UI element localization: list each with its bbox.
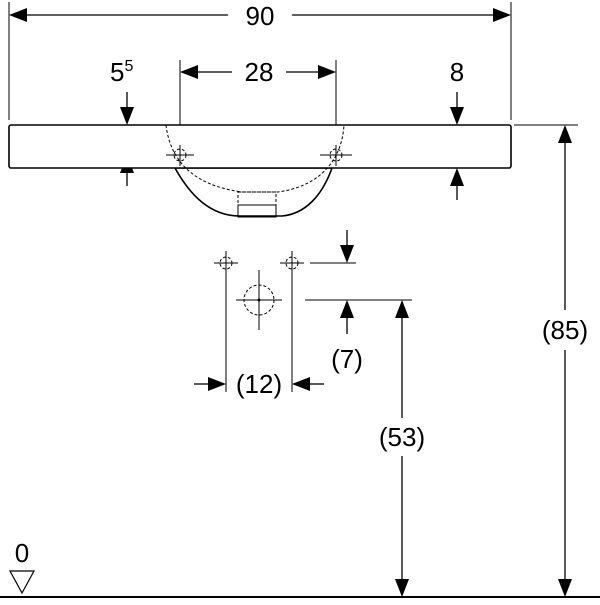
- overall-height-dimension: (85): [514, 124, 588, 597]
- waste-spacing-dimension: (12): [194, 369, 324, 399]
- arrow-up-icon: [340, 300, 354, 318]
- waste-height-dimension: (53): [379, 300, 425, 597]
- arrow-down-icon: [558, 579, 572, 597]
- level-triangle-icon: [8, 570, 36, 595]
- arrow-left-icon: [9, 8, 27, 22]
- supply-connections: [214, 251, 356, 392]
- arrow-left-icon: [292, 377, 310, 391]
- washbasin-body: [8, 124, 512, 218]
- arrow-right-icon: [208, 377, 226, 391]
- arrow-left-icon: [180, 65, 198, 79]
- overall-width-label: 90: [246, 1, 275, 31]
- arrow-right-icon: [493, 8, 511, 22]
- waste-offset-dimension: (7): [331, 230, 363, 374]
- arrow-down-icon: [395, 579, 409, 597]
- arrow-down-icon: [340, 245, 354, 263]
- floor-level: 0: [0, 538, 600, 598]
- rim-thickness-dimension: 8: [450, 57, 464, 200]
- waste-center-point: [257, 298, 261, 302]
- arrow-down-icon: [120, 107, 134, 125]
- overall-width-dimension: 90: [8, 0, 512, 120]
- label-background: [228, 0, 292, 28]
- arrow-right-icon: [318, 65, 336, 79]
- waste-spacing-label: (12): [236, 369, 282, 399]
- floor-level-label: 0: [15, 538, 29, 568]
- overall-height-label: (85): [542, 315, 588, 345]
- arrow-up-icon: [450, 168, 464, 186]
- rim-offset-superscript: 5: [124, 58, 133, 75]
- basin-rim: [8, 124, 512, 169]
- waste-offset-label: (7): [331, 344, 363, 374]
- rim-thickness-label: 8: [450, 57, 464, 87]
- rim-offset-label: 55: [110, 57, 133, 87]
- waste-height-label: (53): [379, 422, 425, 452]
- arrow-down-icon: [450, 107, 464, 125]
- arrow-up-icon: [558, 125, 572, 143]
- tap-hole-spacing-label: 28: [245, 57, 274, 87]
- rim-offset-base: 5: [110, 57, 124, 87]
- waste-connection: [236, 270, 412, 330]
- basin-inner-hidden-line: [165, 124, 345, 193]
- waste-outlet: [237, 204, 277, 218]
- arrow-up-icon: [395, 300, 409, 318]
